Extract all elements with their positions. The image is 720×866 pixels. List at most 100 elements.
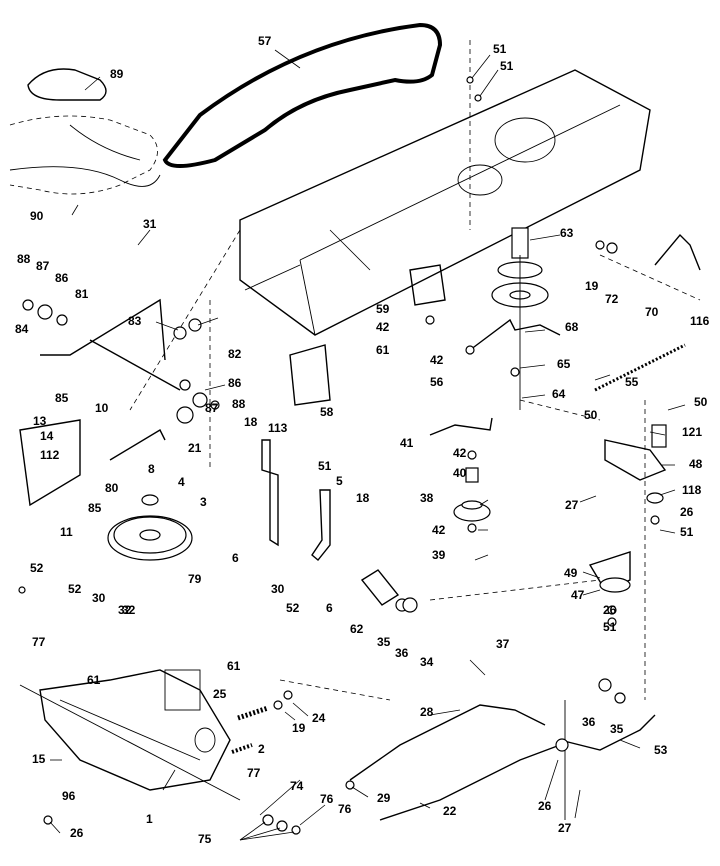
part-label-18: 18: [356, 491, 370, 505]
part-label-49: 49: [564, 566, 578, 580]
part-label-85: 85: [88, 501, 102, 515]
part-label-51: 51: [603, 620, 617, 634]
part-label-65: 65: [557, 357, 571, 371]
part-label-70: 70: [645, 305, 659, 319]
part-label-4: 4: [178, 475, 185, 489]
part-label-6: 6: [326, 601, 333, 615]
transaxle: [19, 669, 241, 801]
part-label-19: 19: [585, 279, 599, 293]
part-label-50: 50: [694, 395, 708, 409]
leader-lines: [49, 49, 686, 841]
part-label-55: 55: [625, 375, 639, 389]
part-label-35: 35: [377, 635, 391, 649]
part-label-2: 2: [258, 742, 265, 756]
part-label-51: 51: [318, 459, 332, 473]
part-label-72: 72: [605, 292, 619, 306]
part-label-32: 32: [118, 603, 132, 617]
part-label-24: 24: [312, 711, 326, 725]
part-label-87: 87: [36, 259, 50, 273]
part-label-61: 61: [227, 659, 241, 673]
assembly-lines: [129, 40, 701, 701]
part-label-15: 15: [32, 752, 46, 766]
part-label-35: 35: [610, 722, 624, 736]
part-label-42: 42: [376, 320, 390, 334]
idler-pulley-assembly: [491, 227, 549, 410]
part-label-77: 77: [247, 766, 261, 780]
part-label-39: 39: [432, 548, 446, 562]
part-label-58: 58: [320, 405, 334, 419]
spring-25: [237, 705, 269, 721]
part-label-89: 89: [110, 67, 124, 81]
part-label-14: 14: [40, 429, 54, 443]
part-label-47: 47: [571, 588, 585, 602]
part-label-11: 11: [60, 525, 73, 539]
part-label-36: 36: [582, 715, 596, 729]
part-label-1: 1: [146, 812, 153, 826]
idler-arm-68: [469, 318, 561, 351]
part-label-84: 84: [15, 322, 29, 336]
part-label-6: 6: [232, 551, 239, 565]
part-label-75: 75: [198, 832, 212, 846]
part-label-40: 40: [453, 466, 467, 480]
part-label-42: 42: [432, 523, 446, 537]
part-label-63: 63: [560, 226, 574, 240]
part-label-8: 8: [148, 462, 155, 476]
part-label-32: 32: [122, 603, 136, 617]
part-label-88: 88: [232, 397, 246, 411]
part-label-37: 37: [496, 637, 510, 651]
part-label-48: 48: [689, 457, 703, 471]
drive-belt: [162, 22, 443, 168]
brackets: [261, 344, 331, 561]
rod-62: [360, 569, 400, 606]
part-label-56: 56: [430, 375, 444, 389]
part-label-116: 116: [690, 314, 710, 328]
linkage-rods: [19, 298, 181, 507]
bracket-59: [409, 264, 446, 306]
bracket-pulley-47: [588, 551, 631, 593]
part-label-26: 26: [680, 505, 694, 519]
part-label-50: 50: [584, 408, 598, 422]
tractor-frame: [239, 69, 651, 336]
part-label-87: 87: [205, 401, 219, 415]
part-label-13: 13: [33, 414, 47, 428]
part-label-83: 83: [128, 314, 142, 328]
spring-2: [231, 743, 253, 754]
part-label-25: 25: [213, 687, 227, 701]
part-label-81: 81: [75, 287, 89, 301]
part-label-90: 90: [30, 209, 44, 223]
spring-55: [594, 343, 686, 392]
part-label-118: 118: [682, 483, 702, 497]
part-label-68: 68: [565, 320, 579, 334]
part-label-61: 61: [376, 343, 390, 357]
bracket-41: [429, 417, 493, 436]
part-label-31: 31: [143, 217, 157, 231]
part-label-10: 10: [95, 401, 109, 415]
part-label-86: 86: [55, 271, 69, 285]
part-label-51: 51: [493, 42, 507, 56]
part-label-18: 18: [244, 415, 258, 429]
part-label-26: 26: [70, 826, 84, 840]
part-label-51: 51: [500, 59, 514, 73]
part-label-19: 19: [292, 721, 306, 735]
part-label-30: 30: [92, 591, 106, 605]
part-label-26: 26: [538, 799, 552, 813]
part-label-79: 79: [188, 572, 202, 586]
part-label-52: 52: [286, 601, 300, 615]
part-label-82: 82: [228, 347, 242, 361]
part-label-61: 61: [87, 673, 101, 687]
part-label-76: 76: [320, 792, 334, 806]
part-label-74: 74: [290, 779, 304, 793]
part-label-57: 57: [258, 34, 272, 48]
part-label-21: 21: [188, 441, 202, 455]
part-label-52: 52: [68, 582, 82, 596]
part-label-29: 29: [377, 791, 391, 805]
hardware: [18, 76, 660, 835]
part-label-42: 42: [453, 446, 467, 460]
bracket-70: [654, 233, 701, 271]
part-label-112: 112: [40, 448, 60, 462]
part-label-113: 113: [268, 421, 288, 435]
part-label-42: 42: [430, 353, 444, 367]
part-label-52: 52: [30, 561, 44, 575]
